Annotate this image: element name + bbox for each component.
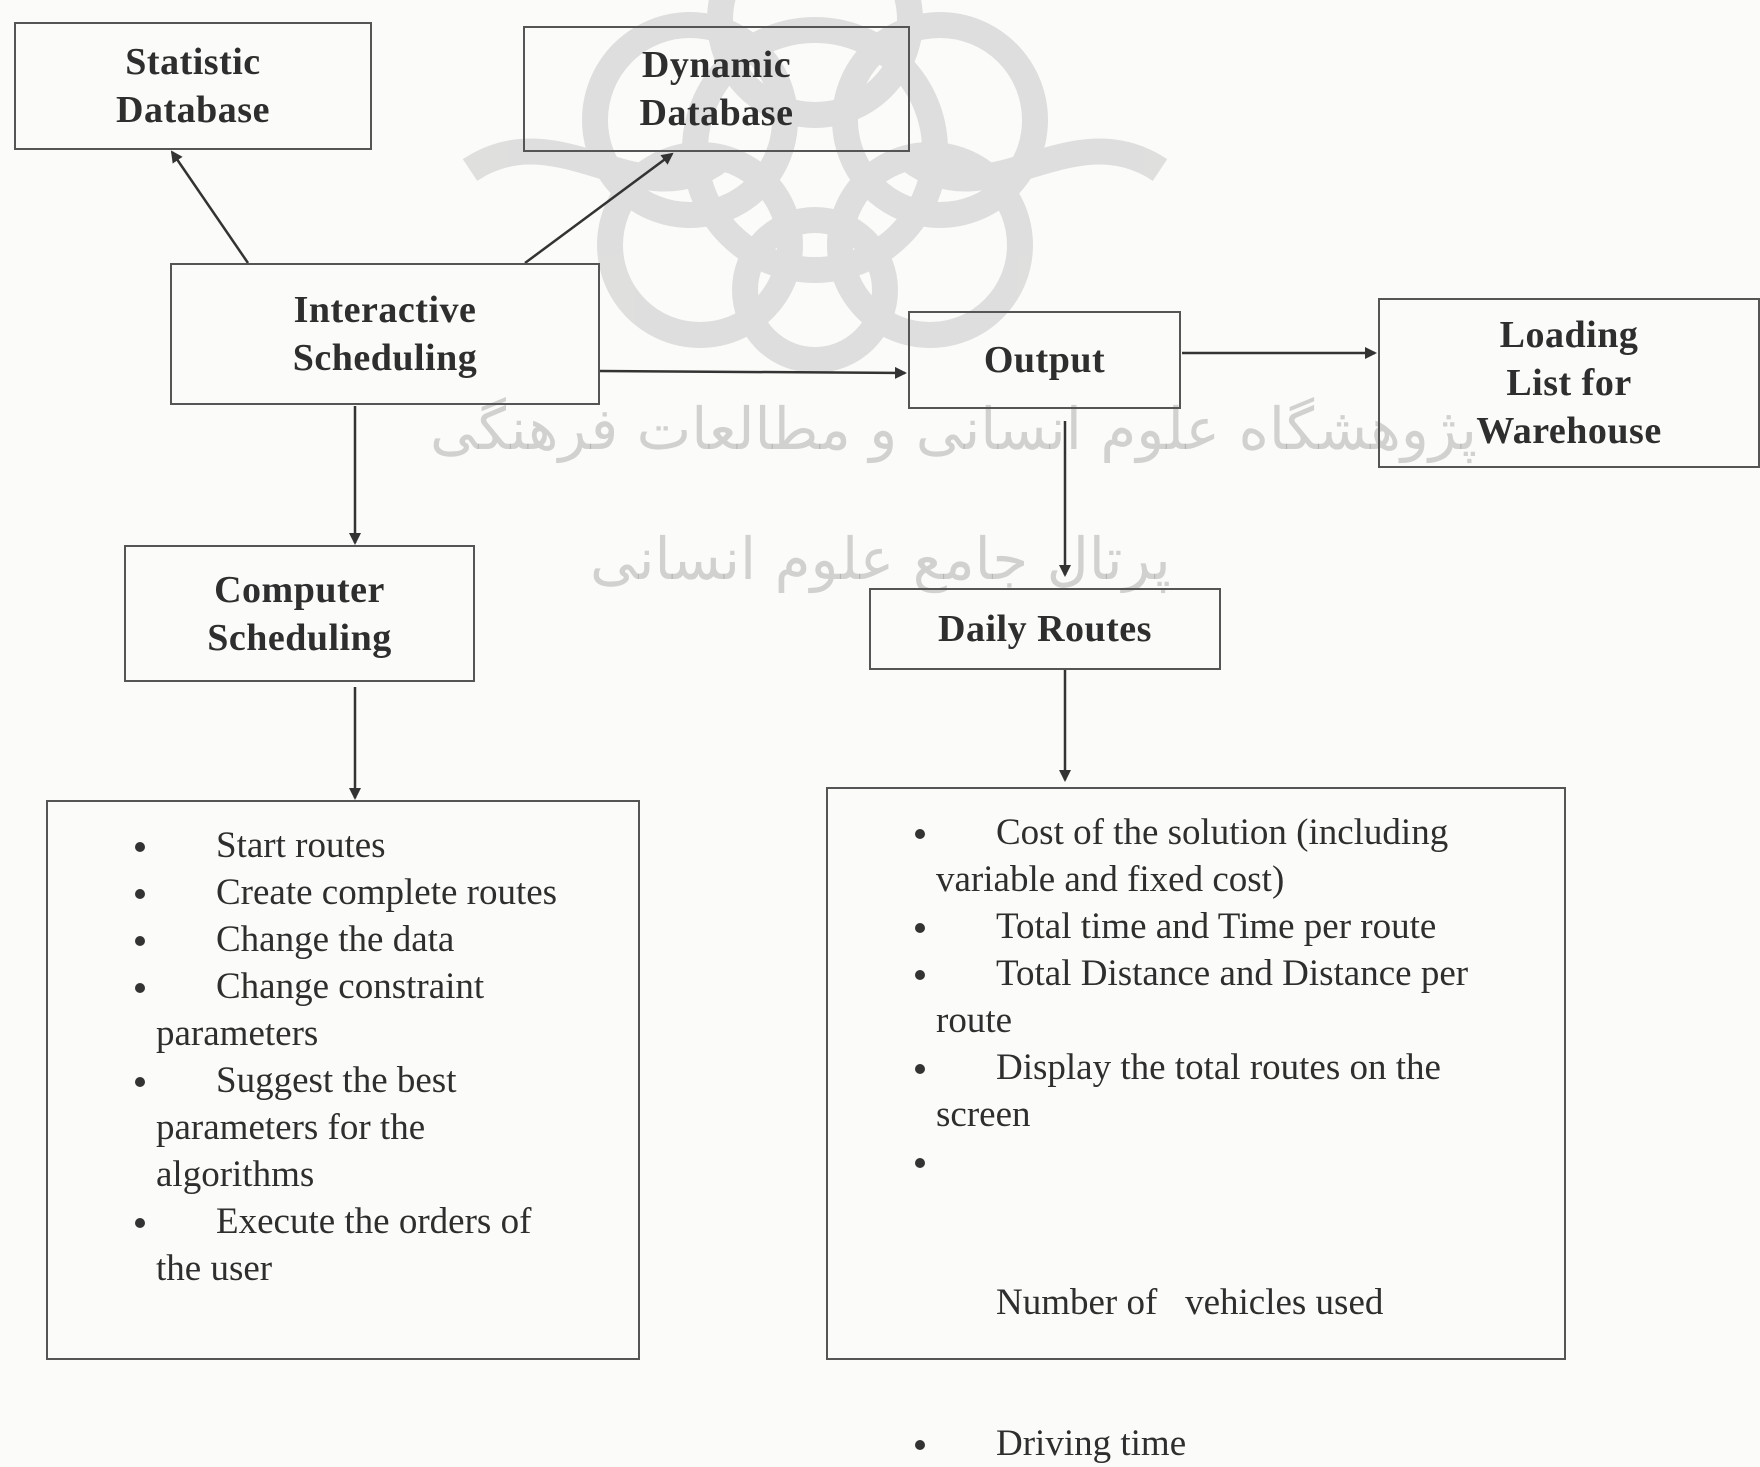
bullet-icon [135,842,145,852]
list-item-text: Change constraint parameters [156,966,485,1054]
list-item: Total time and Time per route [828,903,1536,950]
list-item-text: Total Distance and Distance per route [936,953,1469,1041]
output-box: Output [908,311,1181,409]
list-item: Start routes [48,822,636,869]
list-item: Cost of the solution (including variable… [828,809,1536,903]
interactive-scheduling-box: Interactive Scheduling [170,263,600,405]
list-item-text: Change the data [216,919,455,960]
output-label: Output [983,339,1106,381]
loading-list-line2: List for [1506,362,1632,404]
bullet-icon [915,1064,925,1074]
list-item-text: Driving time [996,1423,1187,1464]
bullet-icon [135,889,145,899]
arrow-interactive-to-output [599,366,907,379]
bullet-icon [915,970,925,980]
loading-list-line1: Loading [1499,314,1639,356]
bullet-icon [135,983,145,993]
bullet-icon [915,829,925,839]
connector-arrows [170,150,1377,800]
statistic-database-line1: Statistic [125,41,261,83]
bullet-icon [135,1077,145,1087]
bullet-icon [135,1218,145,1228]
bullet-icon [915,1158,925,1168]
list-item-text: Create complete routes [216,872,558,913]
bullet-icon [915,923,925,933]
list-item-text: Start routes [216,825,386,866]
dynamic-database-line2: Database [639,92,794,134]
list-item: Display the total routes on the screen [828,1044,1496,1138]
list-item: Change the data [48,916,636,963]
list-item: Driving time [828,1420,1536,1467]
loading-list-box: Loading List for Warehouse [1378,298,1760,468]
list-item-text: Total time and Time per route [996,906,1437,947]
arrow-interactive-to-statistic [170,150,250,264]
list-item: Number of vehicles used [828,1138,1536,1420]
bullet-icon [135,936,145,946]
interactive-scheduling-line2: Scheduling [292,337,478,379]
computer-scheduling-box: Computer Scheduling [124,545,475,682]
list-item: Create complete routes [48,869,636,916]
interactive-scheduling-line1: Interactive [293,289,477,331]
list-item: Change constraint parameters [48,963,516,1057]
loading-list-line3: Warehouse [1476,410,1662,452]
list-item-text: Cost of the solution (including variable… [936,812,1449,900]
list-item-text: Execute the orders of the user [156,1201,532,1289]
computer-scheduling-functions-list: Start routes Create complete routes Chan… [46,800,640,1360]
dynamic-database-line1: Dynamic [641,44,792,86]
arrow-interactive-to-dynamic [524,152,674,265]
computer-scheduling-line2: Scheduling [207,616,392,659]
watermark-text-line1: پژوهشگاه علوم انسانی و مطالعات فرهنگی [430,395,1478,463]
list-item-text: Number of vehicles used [996,1282,1384,1323]
dynamic-database-box: Dynamic Database [523,26,910,152]
watermark-text-line2: پرتال جامع علوم انسانی [590,525,1171,593]
computer-scheduling-line1: Computer [214,568,385,611]
daily-routes-label: Daily Routes [938,608,1152,650]
list-item: Total Distance and Distance per route [828,950,1536,1044]
list-item: Suggest the best parameters for the algo… [48,1057,516,1198]
watermark-emblem [462,0,1168,373]
bullet-icon [915,1440,925,1450]
list-item-text: Suggest the best parameters for the algo… [156,1060,457,1195]
daily-routes-outputs-list: Cost of the solution (including variable… [826,787,1566,1464]
daily-routes-box: Daily Routes [869,588,1221,670]
list-item-text: Display the total routes on the screen [936,1047,1441,1135]
statistic-database-line2: Database [116,89,270,131]
statistic-database-box: Statistic Database [14,22,372,150]
list-item: Execute the orders of the user [48,1198,536,1292]
